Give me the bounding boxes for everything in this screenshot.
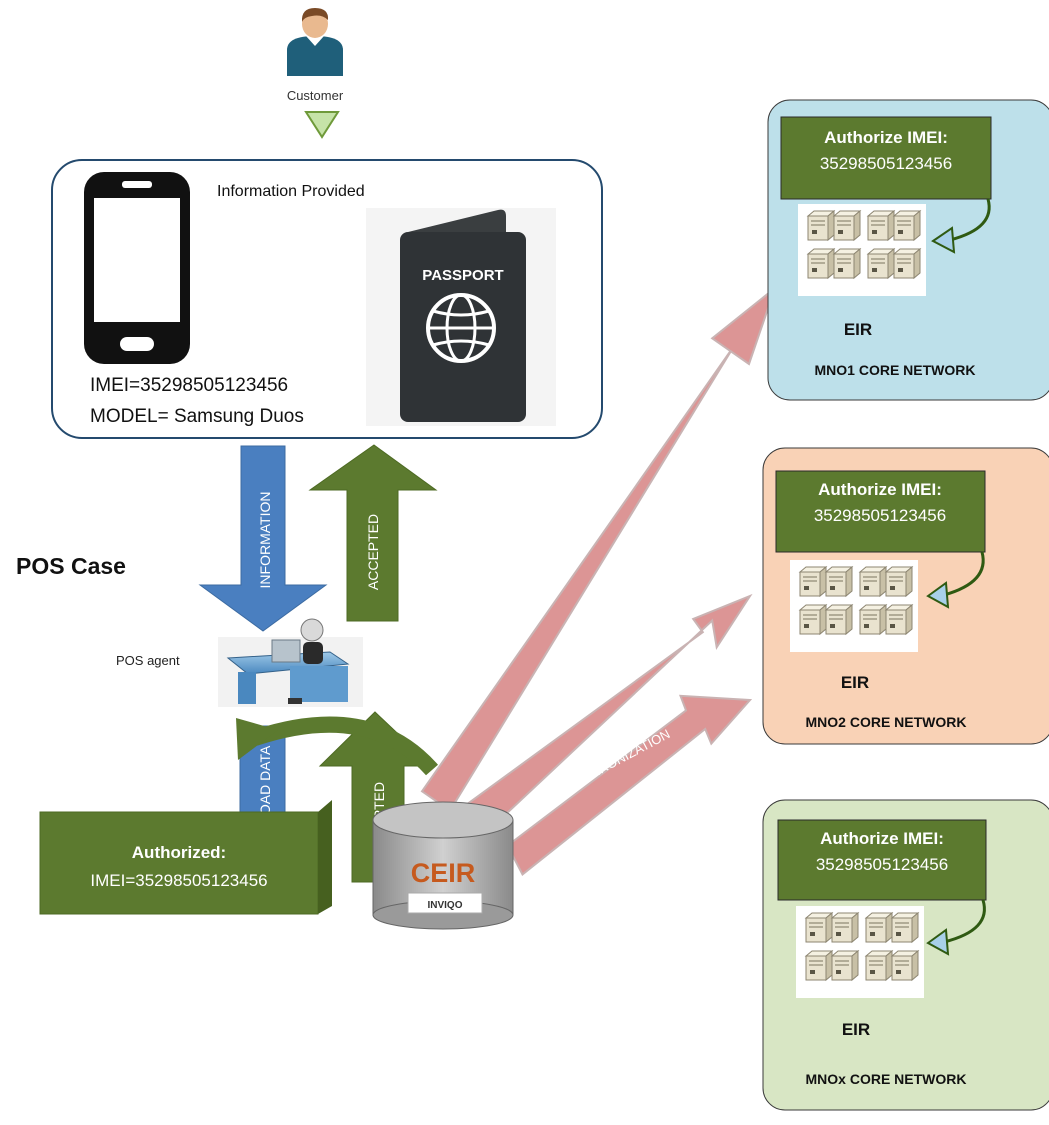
mno2-eir-servers-icon: [790, 560, 918, 652]
authorized-title: Authorized:: [132, 843, 226, 862]
authorize-curve-arrow: [252, 716, 438, 776]
pos-agent-icon: [218, 618, 363, 707]
mnox-network-label: MNOx CORE NETWORK: [806, 1071, 967, 1087]
authorized-box-side: [318, 800, 332, 914]
mno1-authorize-imei: 35298505123456: [820, 154, 952, 173]
mno2-eir-label: EIR: [841, 673, 869, 692]
imei-line: IMEI=35298505123456: [90, 375, 288, 396]
mno1-authorize-arrow: [931, 226, 956, 254]
authorized-box: [39, 811, 319, 915]
mnox-authorize-box: [777, 819, 987, 901]
mno1-network-label: MNO1 CORE NETWORK: [815, 362, 976, 378]
authorize-curve-arrowhead: [236, 718, 278, 760]
mno2-authorize-box: [775, 470, 986, 553]
accepted-top-arrow-label: ACCEPTED: [365, 514, 381, 590]
sync-arrow-mnox: [506, 694, 753, 876]
accepted-top-arrow: [308, 444, 438, 622]
mno2-authorize-arrow: [926, 581, 950, 609]
mno1-panel: Authorize IMEI: 35298505123456 EIR MNO1 …: [767, 99, 1049, 401]
model-line: MODEL= Samsung Duos: [90, 406, 304, 427]
passport-icon: PASSPORT: [366, 208, 556, 426]
mno1-eir-servers-icon: [798, 204, 926, 296]
mno1-eir-label: EIR: [844, 320, 872, 339]
pos-agent-label: POS agent: [116, 653, 180, 668]
information-arrow-label: INFORMATION: [257, 492, 273, 589]
mnox-authorize-title: Authorize IMEI:: [820, 829, 944, 848]
pos-case-title: POS Case: [16, 553, 126, 579]
mno2-network-label: MNO2 CORE NETWORK: [806, 714, 967, 730]
customer-icon: [287, 8, 343, 76]
ceir-database-icon: [372, 801, 514, 930]
mno1-authorize-box: [780, 116, 992, 200]
info-box-title: Information Provided: [217, 183, 365, 200]
mno1-authorize-title: Authorize IMEI:: [824, 128, 948, 147]
authorized-imei: IMEI=35298505123456: [90, 871, 267, 890]
mno2-authorize-imei: 35298505123456: [814, 506, 946, 525]
ceir-brand: INVIQO: [427, 900, 462, 911]
mno2-authorize-title: Authorize IMEI:: [818, 480, 942, 499]
customer-down-arrow: [304, 111, 340, 139]
mnox-authorize-arrow: [926, 928, 950, 956]
passport-label: PASSPORT: [422, 267, 503, 284]
sync-arrow-mno2: [462, 593, 753, 836]
sync-arrow-mno1: [420, 285, 778, 813]
information-arrow: [198, 445, 328, 632]
mno2-panel: Authorize IMEI: 35298505123456 EIR MNO2 …: [762, 447, 1049, 745]
mnox-panel: Authorize IMEI: 35298505123456 EIR MNOx …: [762, 799, 1049, 1111]
customer-label: Customer: [287, 88, 344, 103]
mnox-authorize-imei: 35298505123456: [816, 855, 948, 874]
smartphone-icon: [84, 172, 190, 364]
mnox-eir-servers-icon: [796, 906, 924, 998]
mnox-eir-label: EIR: [842, 1020, 870, 1039]
ceir-label: CEIR: [411, 858, 476, 888]
